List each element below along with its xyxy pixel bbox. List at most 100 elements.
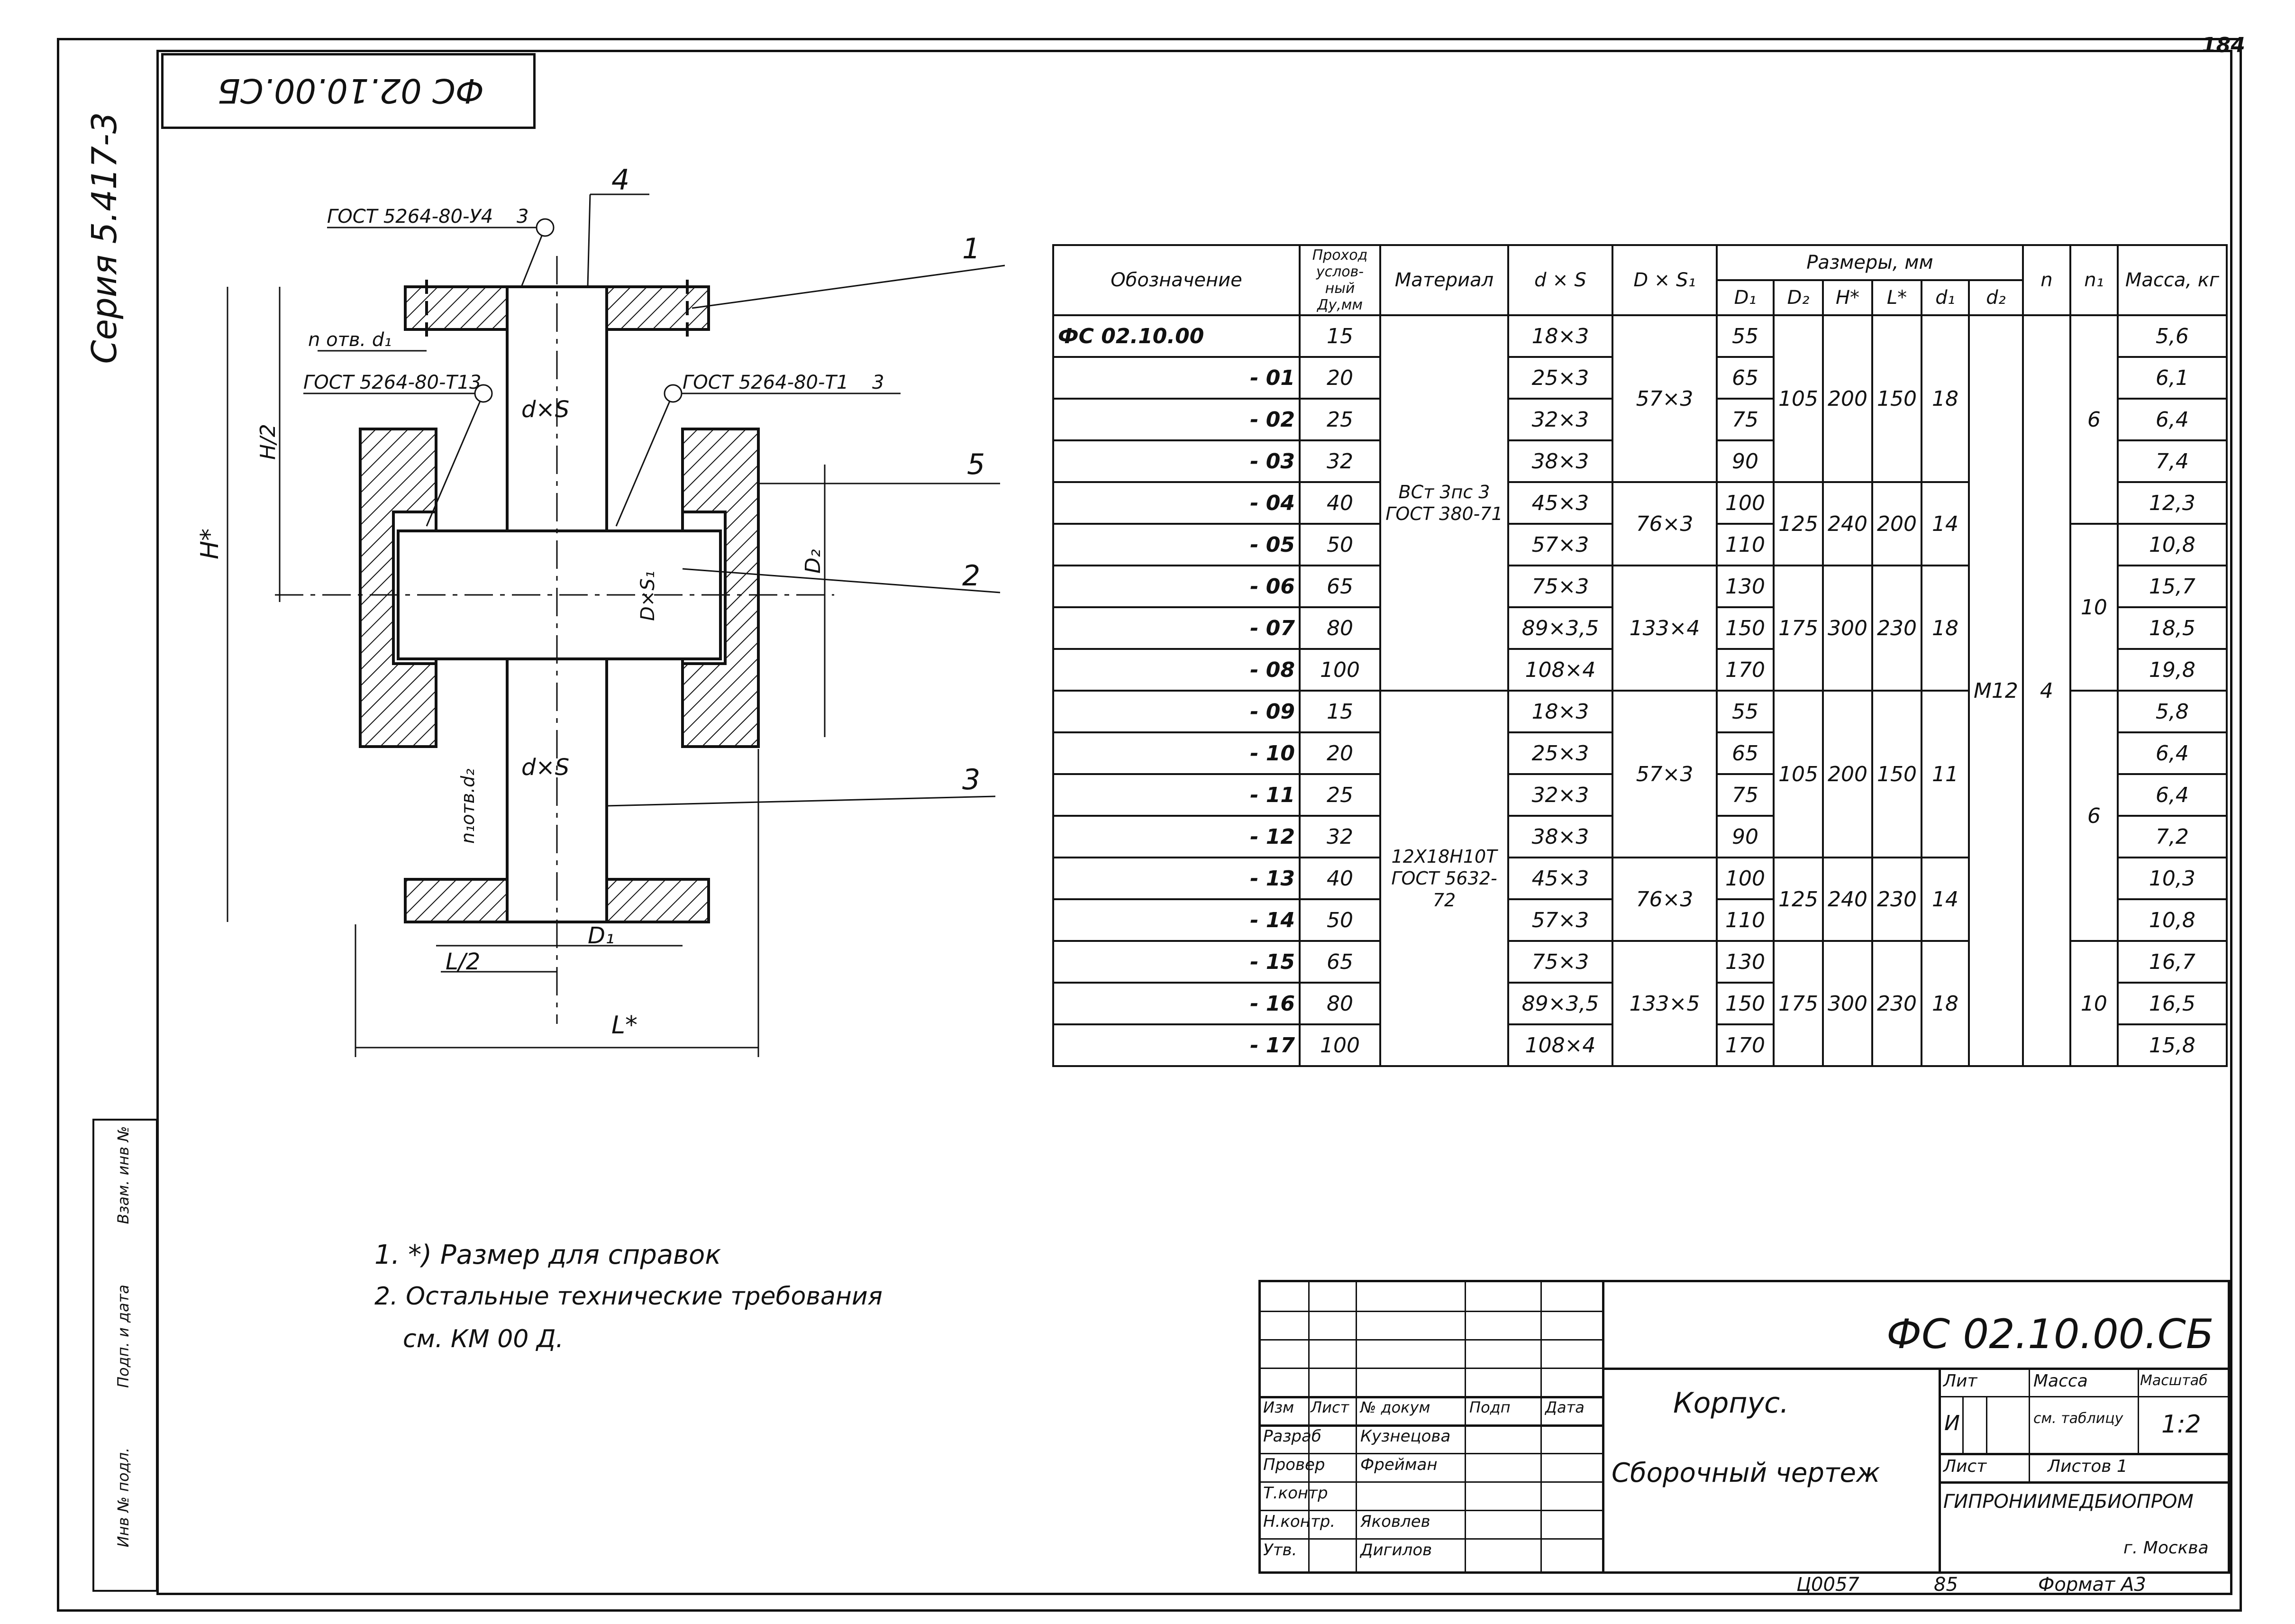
table-row: - 03 32 38×3 90 7,4: [1052, 439, 2228, 483]
table-row: - 05 50 57×3 110 10 10,8: [1052, 523, 2228, 692]
col-D1: D₁: [1716, 279, 1775, 316]
sheet-inner-border: [156, 50, 2232, 1595]
tb-code: ФС 02.10.00.СБ: [1886, 1311, 2214, 1358]
dim-h2: H/2: [256, 424, 280, 460]
dim-l: L*: [611, 1011, 638, 1040]
table-row: - 14 50 57×3 110 10,8: [1052, 898, 2228, 942]
tb-scale-label: Масштаб: [2140, 1372, 2208, 1389]
table-row: - 09 15 12Х18Н10Т ГОСТ 5632-72 18×3 57×3…: [1052, 690, 2228, 1067]
table-row: - 04 40 45×3 76×3 100 125 240 200 14 12,…: [1052, 481, 2228, 566]
material-group-2: 12Х18Н10Т ГОСТ 5632-72: [1379, 690, 1509, 1067]
sheet-number: 184: [2202, 33, 2245, 57]
weld-note-1: ГОСТ 5264-80-У4: [327, 206, 493, 228]
pos-5: 5: [967, 448, 985, 481]
table-row: - 11 25 32×3 75 6,4: [1052, 773, 2228, 817]
tb-city: г. Москва: [2123, 1538, 2209, 1558]
tb-r1: Разраб: [1263, 1427, 1321, 1446]
tb-lit: Лит: [1943, 1371, 1977, 1391]
tb-r2: Провер: [1263, 1455, 1325, 1474]
assembly-drawing: ГОСТ 5264-80-У4 3 ГОСТ 5264-80-Т1 3 ГОСТ…: [196, 164, 1005, 1057]
tb-h-date: Дата: [1545, 1398, 1585, 1416]
tb-doc-type: Сборочный чертеж: [1612, 1458, 1880, 1488]
tb-r4n: Яковлев: [1360, 1512, 1430, 1531]
pos-2: 2: [962, 559, 980, 593]
col-d2: d₂: [1967, 279, 2024, 316]
col-material: Материал: [1379, 244, 1509, 316]
col-passage: Проход услов-ный Ду,мм: [1299, 244, 1381, 316]
dim-d-s1: D×S₁: [637, 571, 659, 621]
tb-name: Корпус.: [1673, 1387, 1789, 1420]
holes-note-1: n отв. d₁: [308, 329, 392, 351]
tb-mass-val: см. таблицу: [2033, 1410, 2123, 1427]
tb-r1n: Кузнецова: [1360, 1427, 1451, 1446]
table-row: - 15 65 75×3 133×5 130 175 300 230 18 10…: [1052, 940, 2228, 1067]
note-1: 1. *) Размер для справок: [374, 1240, 721, 1270]
col-L: L*: [1871, 279, 1922, 316]
dim-d2: D₂: [801, 549, 825, 574]
weld-note-3-size: 3: [872, 372, 884, 393]
tb-mass: Масса: [2033, 1371, 2088, 1391]
col-n1: n₁: [2069, 244, 2119, 316]
material-group-1: ВСт 3пс 3 ГОСТ 380-71: [1379, 314, 1509, 692]
tb-lit-val: И: [1944, 1411, 1960, 1435]
tb-scale-val: 1:2: [2161, 1410, 2201, 1439]
dim-l2: L/2: [446, 949, 480, 975]
top-code-box: [161, 53, 536, 129]
col-mass: Масса, кг: [2116, 244, 2228, 316]
specification-table: Обозначение Проход услов-ный Ду,мм Матер…: [1052, 244, 2228, 1067]
dim-h: H*: [196, 529, 224, 559]
table-row: - 06 65 75×3 133×4 130 175 300 230 18 15…: [1052, 565, 2228, 692]
col-D2: D₂: [1773, 279, 1824, 316]
table-row: - 02 25 32×3 75 6,4: [1052, 398, 2228, 441]
col-designation: Обозначение: [1052, 244, 1301, 316]
tb-r5: Утв.: [1263, 1541, 1297, 1560]
weld-note-2: ГОСТ 5264-80-Т1: [303, 372, 469, 393]
table-header-row: Обозначение Проход услов-ный Ду,мм Матер…: [1052, 244, 2228, 316]
side-stamp-col3: Инв № подл.: [114, 1447, 132, 1548]
weld-note-2-size: 3: [469, 372, 481, 393]
col-n: n: [2022, 244, 2071, 316]
note-2: 2. Остальные технические требования: [374, 1282, 883, 1311]
pos-3: 3: [962, 763, 980, 796]
table-row: - 17 100 108×4 170 15,8: [1052, 1023, 2228, 1067]
table-row: - 13 40 45×3 76×3 100 125 240 230 14 10,…: [1052, 857, 2228, 942]
table-row: - 07 80 89×3,5 150 18,5: [1052, 606, 2228, 650]
note-2b: см. КМ 00 Д.: [403, 1325, 564, 1353]
tb-h-doc: № докум: [1360, 1398, 1430, 1416]
table-row: ФС 02.10.00 15 ВСт 3пс 3 ГОСТ 380-71 18×…: [1052, 314, 2228, 1067]
table-row: - 16 80 89×3,5 150 16,5: [1052, 982, 2228, 1025]
table-row: - 08 100 108×4 170 19,8: [1052, 648, 2228, 692]
tb-h-izm: Изм: [1263, 1398, 1294, 1416]
footer-left-code: Ц0057: [1796, 1574, 1859, 1596]
dim-ds-bottom: d×S: [521, 754, 569, 781]
col-ds1: D × S₁: [1612, 244, 1718, 316]
table-row: - 10 20 25×3 65 6,4: [1052, 731, 2228, 775]
dim-d1: D₁: [588, 922, 614, 949]
pos-1: 1: [962, 232, 980, 265]
tb-h-list: Лист: [1311, 1398, 1349, 1416]
tb-sheet: Лист: [1943, 1457, 1987, 1476]
pos-4: 4: [611, 164, 629, 197]
table-row: - 12 32 38×3 90 7,2: [1052, 815, 2228, 858]
col-d1: d₁: [1920, 279, 1970, 316]
sheet-outer-border: [57, 38, 2242, 1612]
dim-ds-top: d×S: [521, 396, 569, 423]
table-row: - 01 20 25×3 65 6,1: [1052, 356, 2228, 400]
table-subheader-row: D₁ D₂ H* L* d₁ d₂: [1053, 279, 2227, 316]
tb-h-sign: Подп: [1469, 1398, 1511, 1416]
holes-note-2: n₁отв.d₂: [457, 768, 478, 844]
tb-r5n: Дигилов: [1360, 1541, 1432, 1560]
tb-r3: Т.контр: [1263, 1484, 1328, 1503]
col-ds: d × S: [1507, 244, 1613, 316]
weld-note-1-size: 3: [517, 206, 528, 228]
weld-note-3: ГОСТ 5264-80-Т1: [683, 372, 848, 393]
col-H: H*: [1821, 279, 1873, 316]
tb-r4: Н.контр.: [1263, 1512, 1336, 1531]
col-sizes: Размеры, мм: [1716, 244, 2024, 281]
footer-mid-number: 85: [1934, 1574, 1958, 1596]
title-block: Изм Лист № докум Подп Дата Разраб Кузнец…: [1258, 1280, 2230, 1574]
tb-org: ГИПРОНИИМЕДБИОПРОМ: [1943, 1491, 2194, 1513]
tb-sheets: Листов 1: [2048, 1457, 2128, 1476]
side-stamp-col2: Подп. и дата: [114, 1285, 132, 1388]
side-stamp: [92, 1119, 158, 1592]
